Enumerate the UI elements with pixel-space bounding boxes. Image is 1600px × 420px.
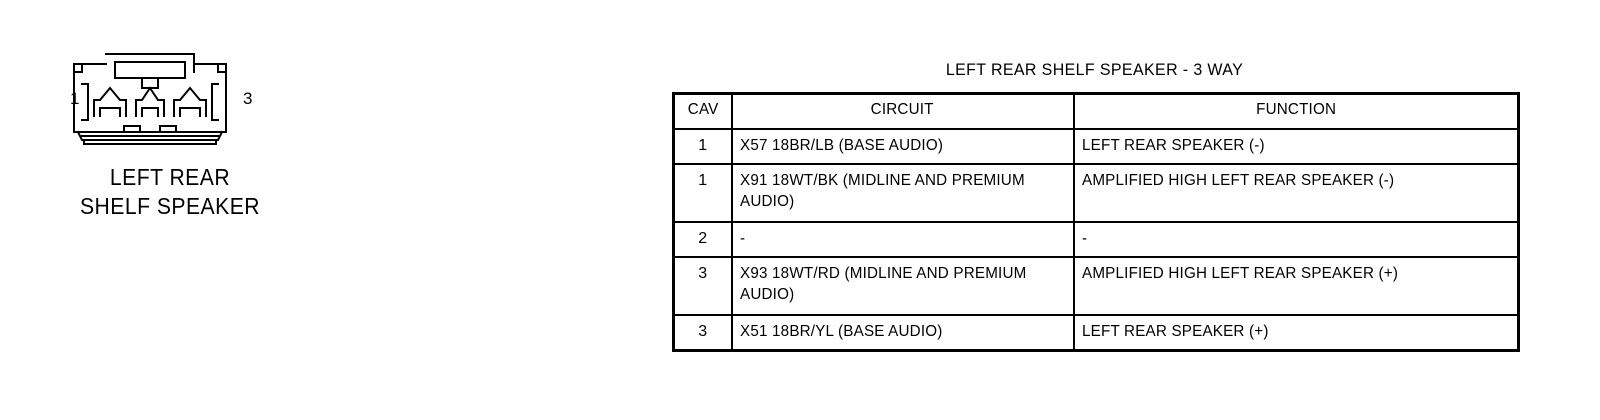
cell-cav: 2 [672, 221, 733, 258]
connector-caption-line-1: LEFT REAR [109, 164, 231, 190]
pinout-table-block: LEFT REAR SHELF SPEAKER - 3 WAY CAV CIRC… [672, 60, 1520, 352]
cell-cav: 1 [672, 128, 733, 165]
connector-cavity-3-inner [179, 107, 201, 117]
connector-bottom-notch-left [123, 125, 141, 133]
table-header-row: CAV CIRCUIT FUNCTION [672, 92, 1520, 130]
cell-function: AMPLIFIED HIGH LEFT REAR SPEAKER (+) [1072, 256, 1520, 316]
table-row: 3 X51 18BR/YL (BASE AUDIO) LEFT REAR SPE… [672, 314, 1520, 352]
connector-left-rail [81, 83, 89, 121]
table-row: 3 X93 18WT/RD (MIDLINE AND PREMIUM AUDIO… [672, 256, 1520, 316]
cell-cav: 1 [672, 163, 733, 223]
connector-right-notch [217, 63, 227, 73]
connector-cavity-2 [135, 86, 165, 117]
pinout-table-title: LEFT REAR SHELF SPEAKER - 3 WAY [945, 60, 1244, 79]
connector-pin-1-label: 1 [70, 89, 80, 108]
connector-pin-3-label: 3 [243, 89, 253, 108]
cell-circuit: - [730, 221, 1075, 258]
pinout-table: CAV CIRCUIT FUNCTION 1 X57 18BR/LB (BASE… [672, 92, 1520, 352]
connector-caption-line-2: SHELF SPEAKER [79, 193, 261, 219]
connector-cavity-1 [93, 86, 127, 117]
table-row: 1 X57 18BR/LB (BASE AUDIO) LEFT REAR SPE… [672, 128, 1520, 165]
connector-diagram-icon [73, 53, 227, 145]
cell-cav: 3 [672, 256, 733, 316]
connector-cavity-2-inner [141, 107, 159, 117]
connector-housing-outline [73, 63, 227, 133]
cell-function: - [1072, 221, 1520, 258]
connector-cavity-1-inner [99, 107, 121, 117]
cell-circuit: X93 18WT/RD (MIDLINE AND PREMIUM AUDIO) [730, 256, 1075, 316]
cell-circuit: X51 18BR/YL (BASE AUDIO) [730, 314, 1075, 352]
cell-function: LEFT REAR SPEAKER (-) [1072, 128, 1520, 165]
connector-cavity-3 [173, 86, 207, 117]
cell-function: AMPLIFIED HIGH LEFT REAR SPEAKER (-) [1072, 163, 1520, 223]
connector-tab-inner [114, 61, 186, 79]
table-row: 1 X91 18WT/BK (MIDLINE AND PREMIUM AUDIO… [672, 163, 1520, 223]
column-header-cav: CAV [672, 92, 733, 130]
connector-illustration-block: 1 3 LEFT REAR SHELF SPEAKER [0, 0, 340, 240]
connector-right-rail [211, 83, 219, 121]
cell-cav: 3 [672, 314, 733, 352]
connector-caption: LEFT REAR SHELF SPEAKER [14, 163, 327, 221]
connector-tab-outer [105, 53, 195, 73]
cell-circuit: X91 18WT/BK (MIDLINE AND PREMIUM AUDIO) [730, 163, 1075, 223]
connector-bottom-notch-right [159, 125, 177, 133]
connector-base-plate-3 [83, 139, 217, 145]
column-header-function: FUNCTION [1072, 92, 1520, 130]
cell-circuit: X57 18BR/LB (BASE AUDIO) [730, 128, 1075, 165]
table-row: 2 - - [672, 221, 1520, 258]
cell-function: LEFT REAR SPEAKER (+) [1072, 314, 1520, 352]
connector-left-notch [73, 63, 83, 73]
column-header-circuit: CIRCUIT [730, 92, 1075, 130]
